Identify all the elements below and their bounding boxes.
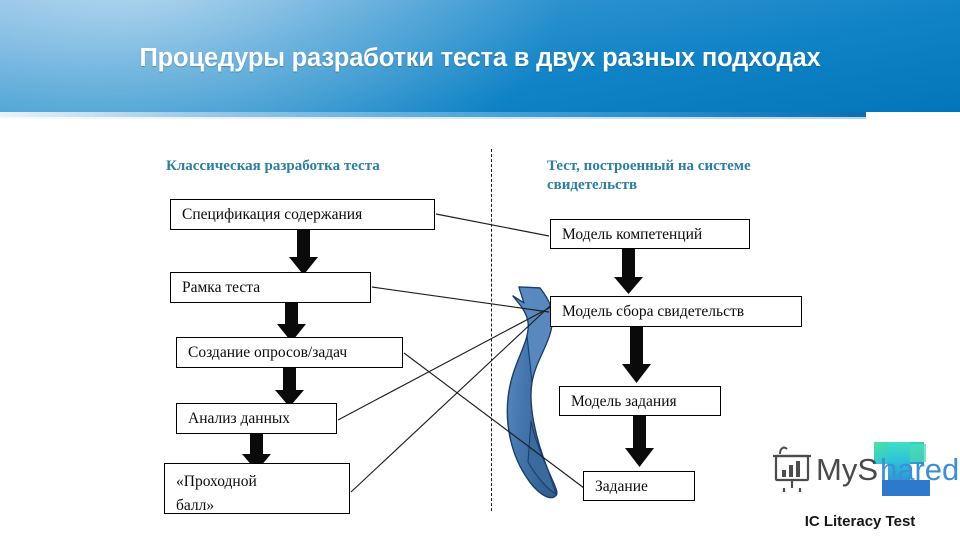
node-box-item[interactable]: Задание [583,471,695,501]
node-box-evidence-collection-model[interactable]: Модель сбора свидетельств [550,296,802,327]
myshared-t-mark [874,442,930,496]
flow-arrow-vertical [614,249,654,467]
myshared-wordmark-2: hared [880,452,959,487]
node-box-data-analysis[interactable]: Анализ данных [176,403,337,434]
header-rule-secondary [0,117,866,119]
node-box-create-items[interactable]: Создание опросов/задач [176,337,403,368]
node-box-passing-score[interactable]: «Проходной балл» [164,463,350,514]
node-box-specification[interactable]: Спецификация содержания [170,199,435,230]
presentation-chart-icon [773,446,811,492]
myshared-watermark-logo: MyS hared [773,442,959,496]
column-divider [491,149,492,511]
column-heading-classic: Классическая разработка теста [166,158,380,174]
node-box-task-model[interactable]: Модель задания [559,386,721,416]
presentation-chart-bars [782,461,800,477]
watermark-caption: IC Literacy Test [804,513,916,530]
page-title: Процедуры разработки теста в двух разных… [139,44,821,72]
header-rule [0,112,866,117]
node-box-competency-model[interactable]: Модель компетенций [550,219,750,249]
column-heading-evidence: Тест, построенный на системе свидетельст… [547,158,751,193]
myshared-wordmark: MyS [816,452,878,487]
slide-header-banner: Процедуры разработки теста в двух разных… [0,0,960,112]
node-box-test-frame[interactable]: Рамка теста [170,272,371,303]
